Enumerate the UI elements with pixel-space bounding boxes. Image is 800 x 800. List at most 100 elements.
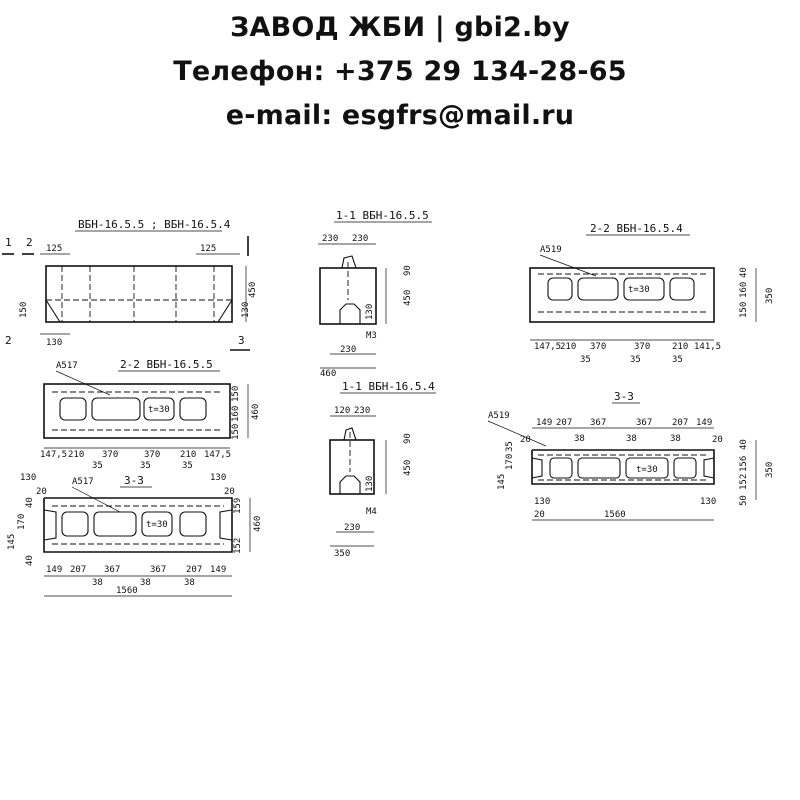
dim-370-22r-a: 370: [590, 342, 606, 352]
dim-20-33r-b: 20: [712, 435, 723, 445]
dim-150-22b: 150: [231, 424, 241, 440]
dim-152-33r: 152: [739, 474, 749, 490]
dim-450-11t: 450: [403, 290, 413, 306]
dim-130-33l-b: 130: [210, 473, 226, 483]
rebar-m4: М4: [366, 507, 377, 517]
dim-130-front-right: 130: [241, 302, 251, 318]
section-mark-3: 3: [238, 334, 245, 347]
rebar-ab17-bottom: А517: [72, 477, 94, 487]
dim-35-22b: 35: [140, 461, 151, 471]
dim-160-22r: 160: [739, 282, 749, 298]
t30-33r: t=30: [636, 465, 658, 475]
dim-207-33l-b: 207: [186, 565, 202, 575]
section-11-top: 1-1 ВБН-16.5.5 230 230 90 450 130 М3 230…: [318, 209, 432, 379]
section-33-right: 3-3 А519 149 207 367 367 207 149 38 38 3…: [487, 390, 775, 521]
dim-20-33l-a: 20: [36, 487, 47, 497]
section-22-left-title: 2-2 ВБН-16.5.5: [120, 358, 213, 371]
dim-125-right: 125: [200, 244, 216, 254]
dim-149-33r-a: 149: [536, 418, 552, 428]
dim-40-33l-b: 40: [25, 555, 35, 566]
section-22-right: 2-2 ВБН-16.5.4 А519 t=30 350 40 160 150 …: [529, 222, 775, 365]
dim-350-22r: 350: [765, 288, 775, 304]
section-11-top-title: 1-1 ВБН-16.5.5: [336, 209, 429, 222]
dim-38-33r-c: 38: [670, 434, 681, 444]
dim-147-5-22r: 147,5: [534, 342, 561, 352]
dim-130-33r-a: 130: [534, 497, 550, 507]
dim-20-33l-b: 20: [224, 487, 235, 497]
section-33-right-title: 3-3: [614, 390, 634, 403]
dim-50-33r: 50: [739, 495, 749, 506]
dim-20-33r-c: 20: [534, 510, 545, 520]
rebar-ab19-bottom: А519: [488, 411, 510, 421]
dim-350-11b: 350: [334, 549, 350, 559]
dim-20-33r-a: 20: [520, 435, 531, 445]
dim-120-11b: 120: [334, 406, 350, 416]
section-11-bottom-title: 1-1 ВБН-16.5.4: [342, 380, 435, 393]
dim-149-33l-a: 149: [46, 565, 62, 575]
section-33-left: 3-3 А517 130 130 20 20 t=30 460 159 152 …: [7, 473, 263, 597]
dim-40-22r: 40: [739, 267, 749, 278]
dim-450-front: 450: [248, 282, 258, 298]
dim-38-33r-b: 38: [626, 434, 637, 444]
dim-156-33r: 156: [739, 456, 749, 472]
dim-150-front-left: 150: [19, 302, 29, 318]
dim-150-22a: 150: [231, 386, 241, 402]
dim-460-11t: 460: [320, 369, 336, 379]
dim-160-22: 160: [231, 406, 241, 422]
dim-141-5-22r: 141,5: [694, 342, 721, 352]
dim-210-22r-a: 210: [560, 342, 576, 352]
section-mark-1: 1: [5, 236, 12, 249]
dim-149-33l-b: 149: [210, 565, 226, 575]
dim-130-33r-b: 130: [700, 497, 716, 507]
dim-35-22r-a: 35: [580, 355, 591, 365]
dim-40-33l-a: 40: [25, 497, 35, 508]
dim-170-33r: 170: [505, 454, 515, 470]
dim-35-22r-b: 35: [630, 355, 641, 365]
dim-370-22r-b: 370: [634, 342, 650, 352]
dim-370-22a: 370: [102, 450, 118, 460]
dim-147-5-22: 147,5: [40, 450, 67, 460]
dim-170-33l: 170: [17, 514, 27, 530]
rebar-ab19-top: А519: [540, 245, 562, 255]
section-mark-2b: 2: [5, 334, 12, 347]
dim-367-33l-b: 367: [150, 565, 166, 575]
dim-147-5-22b: 147,5: [204, 450, 231, 460]
dim-38-33l-a: 38: [92, 578, 103, 588]
dim-35-22r-c: 35: [672, 355, 683, 365]
dim-460-22: 460: [251, 404, 261, 420]
t30-33l: t=30: [146, 520, 168, 530]
dim-38-33r-a: 38: [574, 434, 585, 444]
dim-450-11b: 450: [403, 460, 413, 476]
section-mark-2: 2: [26, 236, 33, 249]
t30-22r: t=30: [628, 285, 650, 295]
dim-38-33l-c: 38: [184, 578, 195, 588]
dim-207-33r-a: 207: [556, 418, 572, 428]
dim-367-33l-a: 367: [104, 565, 120, 575]
dim-35-22a: 35: [92, 461, 103, 471]
dim-40-33r: 40: [739, 439, 749, 450]
dim-35-22c: 35: [182, 461, 193, 471]
rebar-ab17-top: А517: [56, 361, 78, 371]
dim-230-11b-a: 230: [354, 406, 370, 416]
dim-150-22r: 150: [739, 302, 749, 318]
dim-125-left: 125: [46, 244, 62, 254]
dim-90-11t: 90: [403, 265, 413, 276]
dim-35-33r: 35: [505, 441, 515, 452]
dim-38-33l-b: 38: [140, 578, 151, 588]
dim-350-33r: 350: [765, 462, 775, 478]
dim-460-33l: 460: [253, 516, 263, 532]
header: ЗАВОД ЖБИ | gbi2.by Телефон: +375 29 134…: [0, 0, 800, 138]
dim-367-33r-a: 367: [590, 418, 606, 428]
dim-230-11b-b: 230: [344, 523, 360, 533]
dim-207-33l-a: 207: [70, 565, 86, 575]
section-33-left-title: 3-3: [124, 474, 144, 487]
dim-159-33l: 159: [233, 498, 243, 514]
section-22-left: 2-2 ВБН-16.5.5 А517 t=30 460 150 160 150…: [40, 358, 261, 471]
dim-367-33r-b: 367: [636, 418, 652, 428]
dim-210-22b: 210: [180, 450, 196, 460]
dim-210-22a: 210: [68, 450, 84, 460]
dim-1560-right: 1560: [604, 510, 626, 520]
header-email: e-mail: esgfrs@mail.ru: [225, 100, 575, 131]
dim-90-11b: 90: [403, 433, 413, 444]
